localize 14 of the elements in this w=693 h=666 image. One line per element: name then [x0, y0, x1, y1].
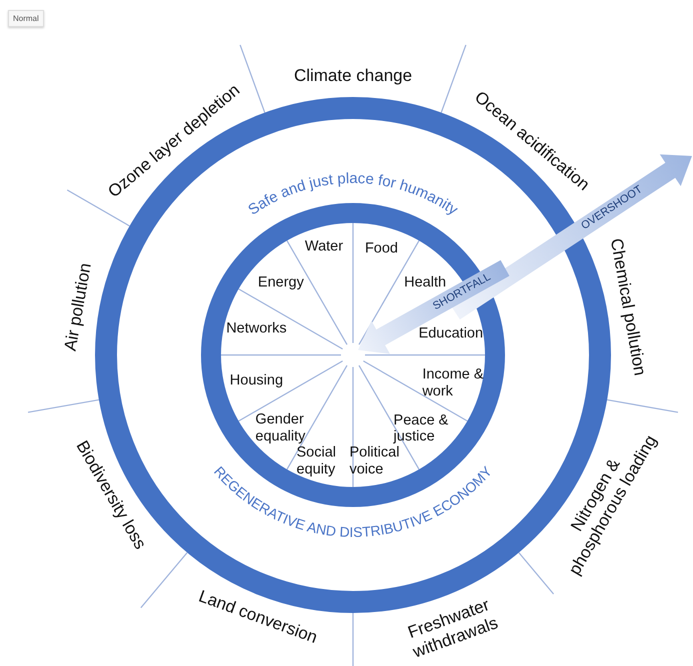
- boundary-label: Climate change: [294, 66, 412, 86]
- need-label: Housing: [230, 372, 283, 390]
- need-label: Food: [364, 240, 398, 258]
- need-label: Peace & justice: [394, 412, 450, 446]
- need-label: Water: [304, 238, 344, 256]
- need-label: Gender equality: [255, 411, 306, 444]
- boundary-label: Air pollution: [60, 261, 96, 352]
- need-label: Income & work: [422, 366, 485, 400]
- style-tag: Normal: [8, 10, 44, 28]
- boundary-label: Chemical pollution: [606, 236, 650, 377]
- need-label: Energy: [258, 274, 304, 292]
- need-label: Networks: [226, 320, 287, 338]
- need-label: Education: [418, 326, 484, 343]
- need-label: Political voice: [349, 444, 400, 478]
